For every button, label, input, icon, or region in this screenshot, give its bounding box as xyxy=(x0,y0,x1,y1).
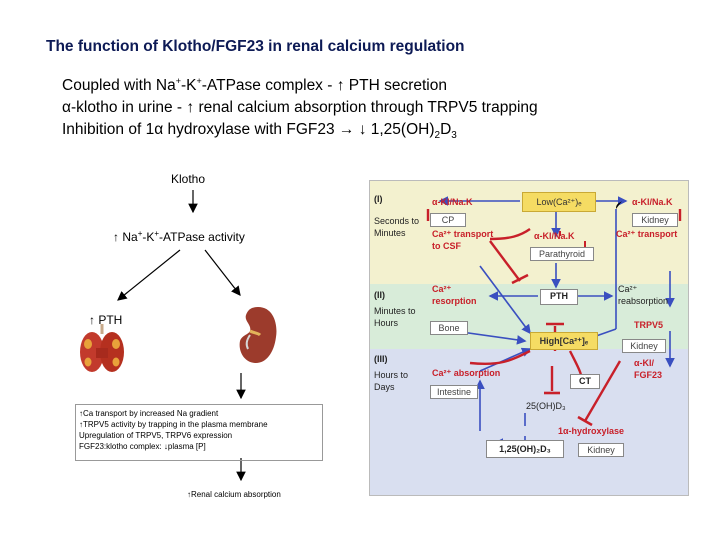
band-III-label: (III) xyxy=(374,354,388,364)
bullet-3: Inhibition of 1α hydroxylase with FGF23 … xyxy=(62,121,457,142)
klotho-label: Klotho xyxy=(171,172,206,186)
kidney-top-box: Kidney xyxy=(632,213,678,227)
ca-transport-right-label: Ca²⁺ transport xyxy=(616,229,678,239)
hydroxylase-label: 1α-hydroxylase xyxy=(558,426,625,436)
result-label: ↑Renal calcium absorption xyxy=(187,490,281,499)
bullet-1: Coupled with Na+-K+-ATPase complex - ↑ P… xyxy=(62,76,447,95)
high-calcium-box: High[Ca²⁺]ₑ xyxy=(530,332,598,350)
band-I-label: (I) xyxy=(374,194,383,204)
effect-item: ↑TRPV5 activity by trapping in the plasm… xyxy=(79,420,268,429)
klotho-nak-mid-label: α-Kl/Na.K xyxy=(534,231,575,241)
slide-title: The function of Klotho/FGF23 in renal ca… xyxy=(46,38,465,55)
pth-label: ↑ PTH xyxy=(89,313,123,327)
ca-transport-csf-label: Ca²⁺ transport to CSF xyxy=(432,229,494,251)
vitamin-d-25-label: 25(OH)D₃ xyxy=(526,401,566,411)
effects-box: ↑Ca transport by increased Na gradient ↑… xyxy=(75,404,323,461)
low-calcium-box: Low(Ca²⁺)ₑ xyxy=(522,192,596,212)
vitamin-d-125-box: 1,25(OH)₂D₃ xyxy=(486,440,564,458)
ct-box: CT xyxy=(570,374,600,389)
band-II xyxy=(370,284,688,349)
figure-arrows xyxy=(426,196,682,448)
effect-item: Upregulation of TRPV5, TRPV6 expression xyxy=(79,431,233,440)
kidney-bottom-box: Kidney xyxy=(578,443,624,457)
klotho-nak-right-label: α-Kl/Na.K xyxy=(632,197,673,207)
band-III-time: Hours to Days xyxy=(374,370,409,392)
bone-box: Bone xyxy=(430,321,468,335)
na-k-atpase-label: ↑ Na+-K+-ATPase activity xyxy=(113,229,245,244)
ca-absorption-label: Ca²⁺ absorption xyxy=(432,368,501,378)
choroid-plexus-box: CP xyxy=(430,213,466,227)
ca-reabsorption-label: Ca²⁺ reabsorption xyxy=(618,284,669,306)
kidney-mid-box: Kidney xyxy=(622,339,666,353)
trpv5-label: TRPV5 xyxy=(634,320,664,330)
ca-resorption-label: Ca²⁺ resorption xyxy=(432,284,477,306)
kidney-illustration xyxy=(239,307,277,363)
parathyroid-box: Parathyroid xyxy=(530,247,594,261)
parathyroid-gland-illustration xyxy=(80,324,124,372)
calcium-regulation-figure: (I) Seconds to Minutes (II) Minutes to H… xyxy=(369,180,689,496)
bullet-list: Coupled with Na+-K+-ATPase complex - ↑ P… xyxy=(62,70,538,147)
effect-item: FGF23:klotho complex: ↓plasma [P] xyxy=(79,442,206,451)
band-II-time: Minutes to Hours xyxy=(374,306,416,328)
effect-item: ↑Ca transport by increased Na gradient xyxy=(79,409,219,418)
band-I-time: Seconds to Minutes xyxy=(374,216,420,238)
band-III xyxy=(370,349,688,495)
klotho-nak-left-label: α-Kl/Na.K xyxy=(432,197,473,207)
bullet-2: α-klotho in urine - ↑ renal calcium abso… xyxy=(62,99,538,117)
pth-box: PTH xyxy=(540,289,578,305)
intestine-box: Intestine xyxy=(430,385,478,399)
klotho-fgf23-label: α-Kl/ FGF23 xyxy=(634,358,663,380)
band-II-label: (II) xyxy=(374,290,385,300)
